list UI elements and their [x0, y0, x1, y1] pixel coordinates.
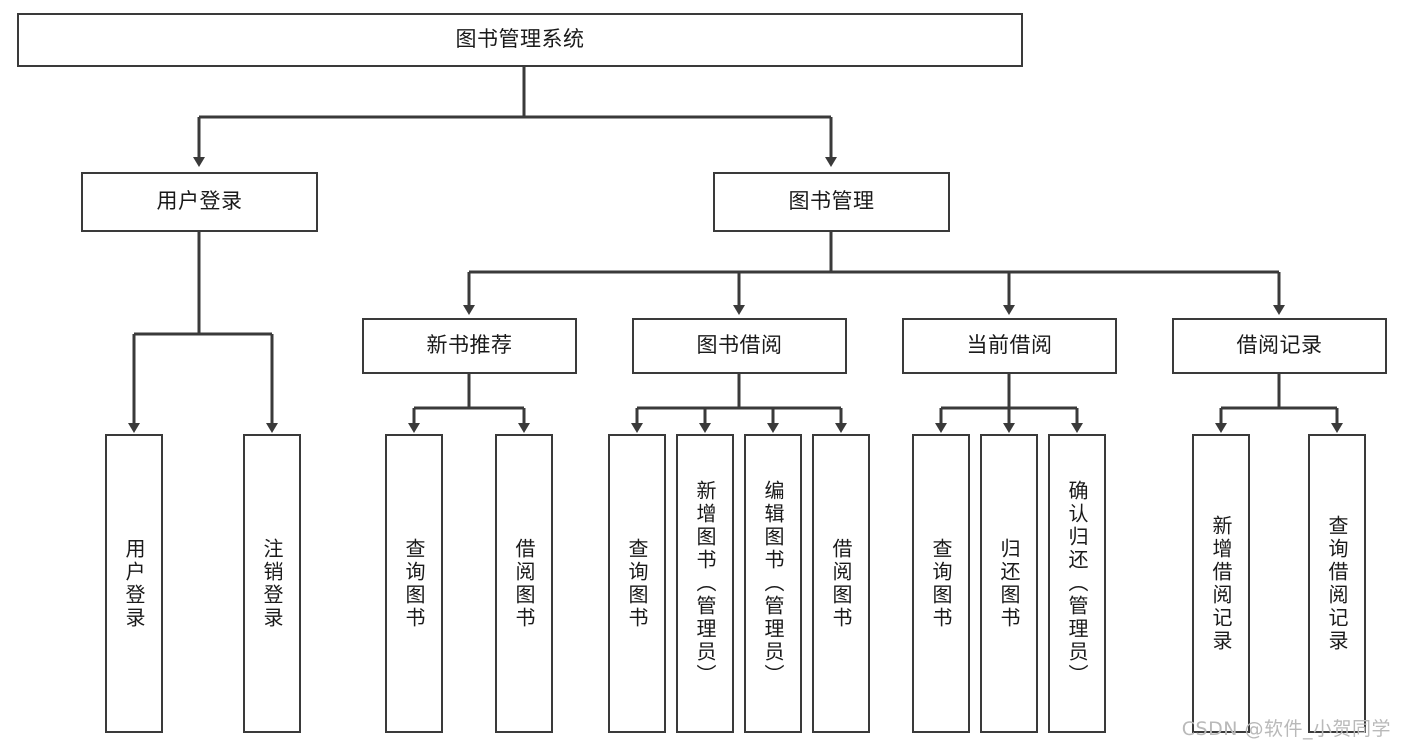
node-label: 借阅记录 — [1236, 333, 1323, 358]
leaf-user-login-logout[interactable]: 注销登录 — [243, 434, 301, 733]
node-user-login[interactable]: 用户登录 — [81, 172, 318, 232]
node-new-book-recommend[interactable]: 新书推荐 — [362, 318, 577, 374]
node-label: 新书推荐 — [426, 333, 513, 358]
leaf-current-borrow-confirm-return-admin[interactable]: 确认归还（管理员） — [1048, 434, 1106, 733]
leaf-borrow-record-query-record[interactable]: 查询借阅记录 — [1308, 434, 1366, 733]
leaf-new-book-query-book[interactable]: 查询图书 — [385, 434, 443, 733]
leaf-user-login-login[interactable]: 用户登录 — [105, 434, 163, 733]
node-label: 图书管理 — [788, 189, 875, 214]
node-label: 新增图书（管理员） — [693, 480, 717, 687]
node-label: 用户登录 — [156, 189, 243, 214]
node-label: 确认归还（管理员） — [1065, 480, 1089, 687]
node-label: 用户登录 — [122, 537, 146, 630]
node-label: 查询借阅记录 — [1325, 514, 1349, 653]
leaf-book-borrow-borrow-book[interactable]: 借阅图书 — [812, 434, 870, 733]
node-label: 查询图书 — [929, 537, 953, 630]
node-label: 归还图书 — [997, 537, 1021, 630]
node-root-book-management-system[interactable]: 图书管理系统 — [17, 13, 1023, 67]
node-current-borrow[interactable]: 当前借阅 — [902, 318, 1117, 374]
node-label: 编辑图书（管理员） — [761, 480, 785, 687]
node-label: 查询图书 — [625, 537, 649, 630]
node-label: 注销登录 — [260, 537, 284, 630]
node-book-borrow[interactable]: 图书借阅 — [632, 318, 847, 374]
leaf-book-borrow-add-book-admin[interactable]: 新增图书（管理员） — [676, 434, 734, 733]
node-label: 图书管理系统 — [455, 27, 585, 52]
node-label: 当前借阅 — [966, 333, 1053, 358]
node-label: 新增借阅记录 — [1209, 514, 1233, 653]
node-book-management[interactable]: 图书管理 — [713, 172, 950, 232]
leaf-book-borrow-edit-book-admin[interactable]: 编辑图书（管理员） — [744, 434, 802, 733]
leaf-current-borrow-query-book[interactable]: 查询图书 — [912, 434, 970, 733]
node-borrow-record[interactable]: 借阅记录 — [1172, 318, 1387, 374]
node-label: 借阅图书 — [829, 537, 853, 630]
node-label: 借阅图书 — [512, 537, 536, 630]
leaf-borrow-record-add-record[interactable]: 新增借阅记录 — [1192, 434, 1250, 733]
node-label: 图书借阅 — [696, 333, 783, 358]
watermark-text: CSDN @软件_小贺同学 — [1181, 718, 1391, 740]
leaf-current-borrow-return-book[interactable]: 归还图书 — [980, 434, 1038, 733]
node-label: 查询图书 — [402, 537, 426, 630]
leaf-new-book-borrow-book[interactable]: 借阅图书 — [495, 434, 553, 733]
leaf-book-borrow-query-book[interactable]: 查询图书 — [608, 434, 666, 733]
